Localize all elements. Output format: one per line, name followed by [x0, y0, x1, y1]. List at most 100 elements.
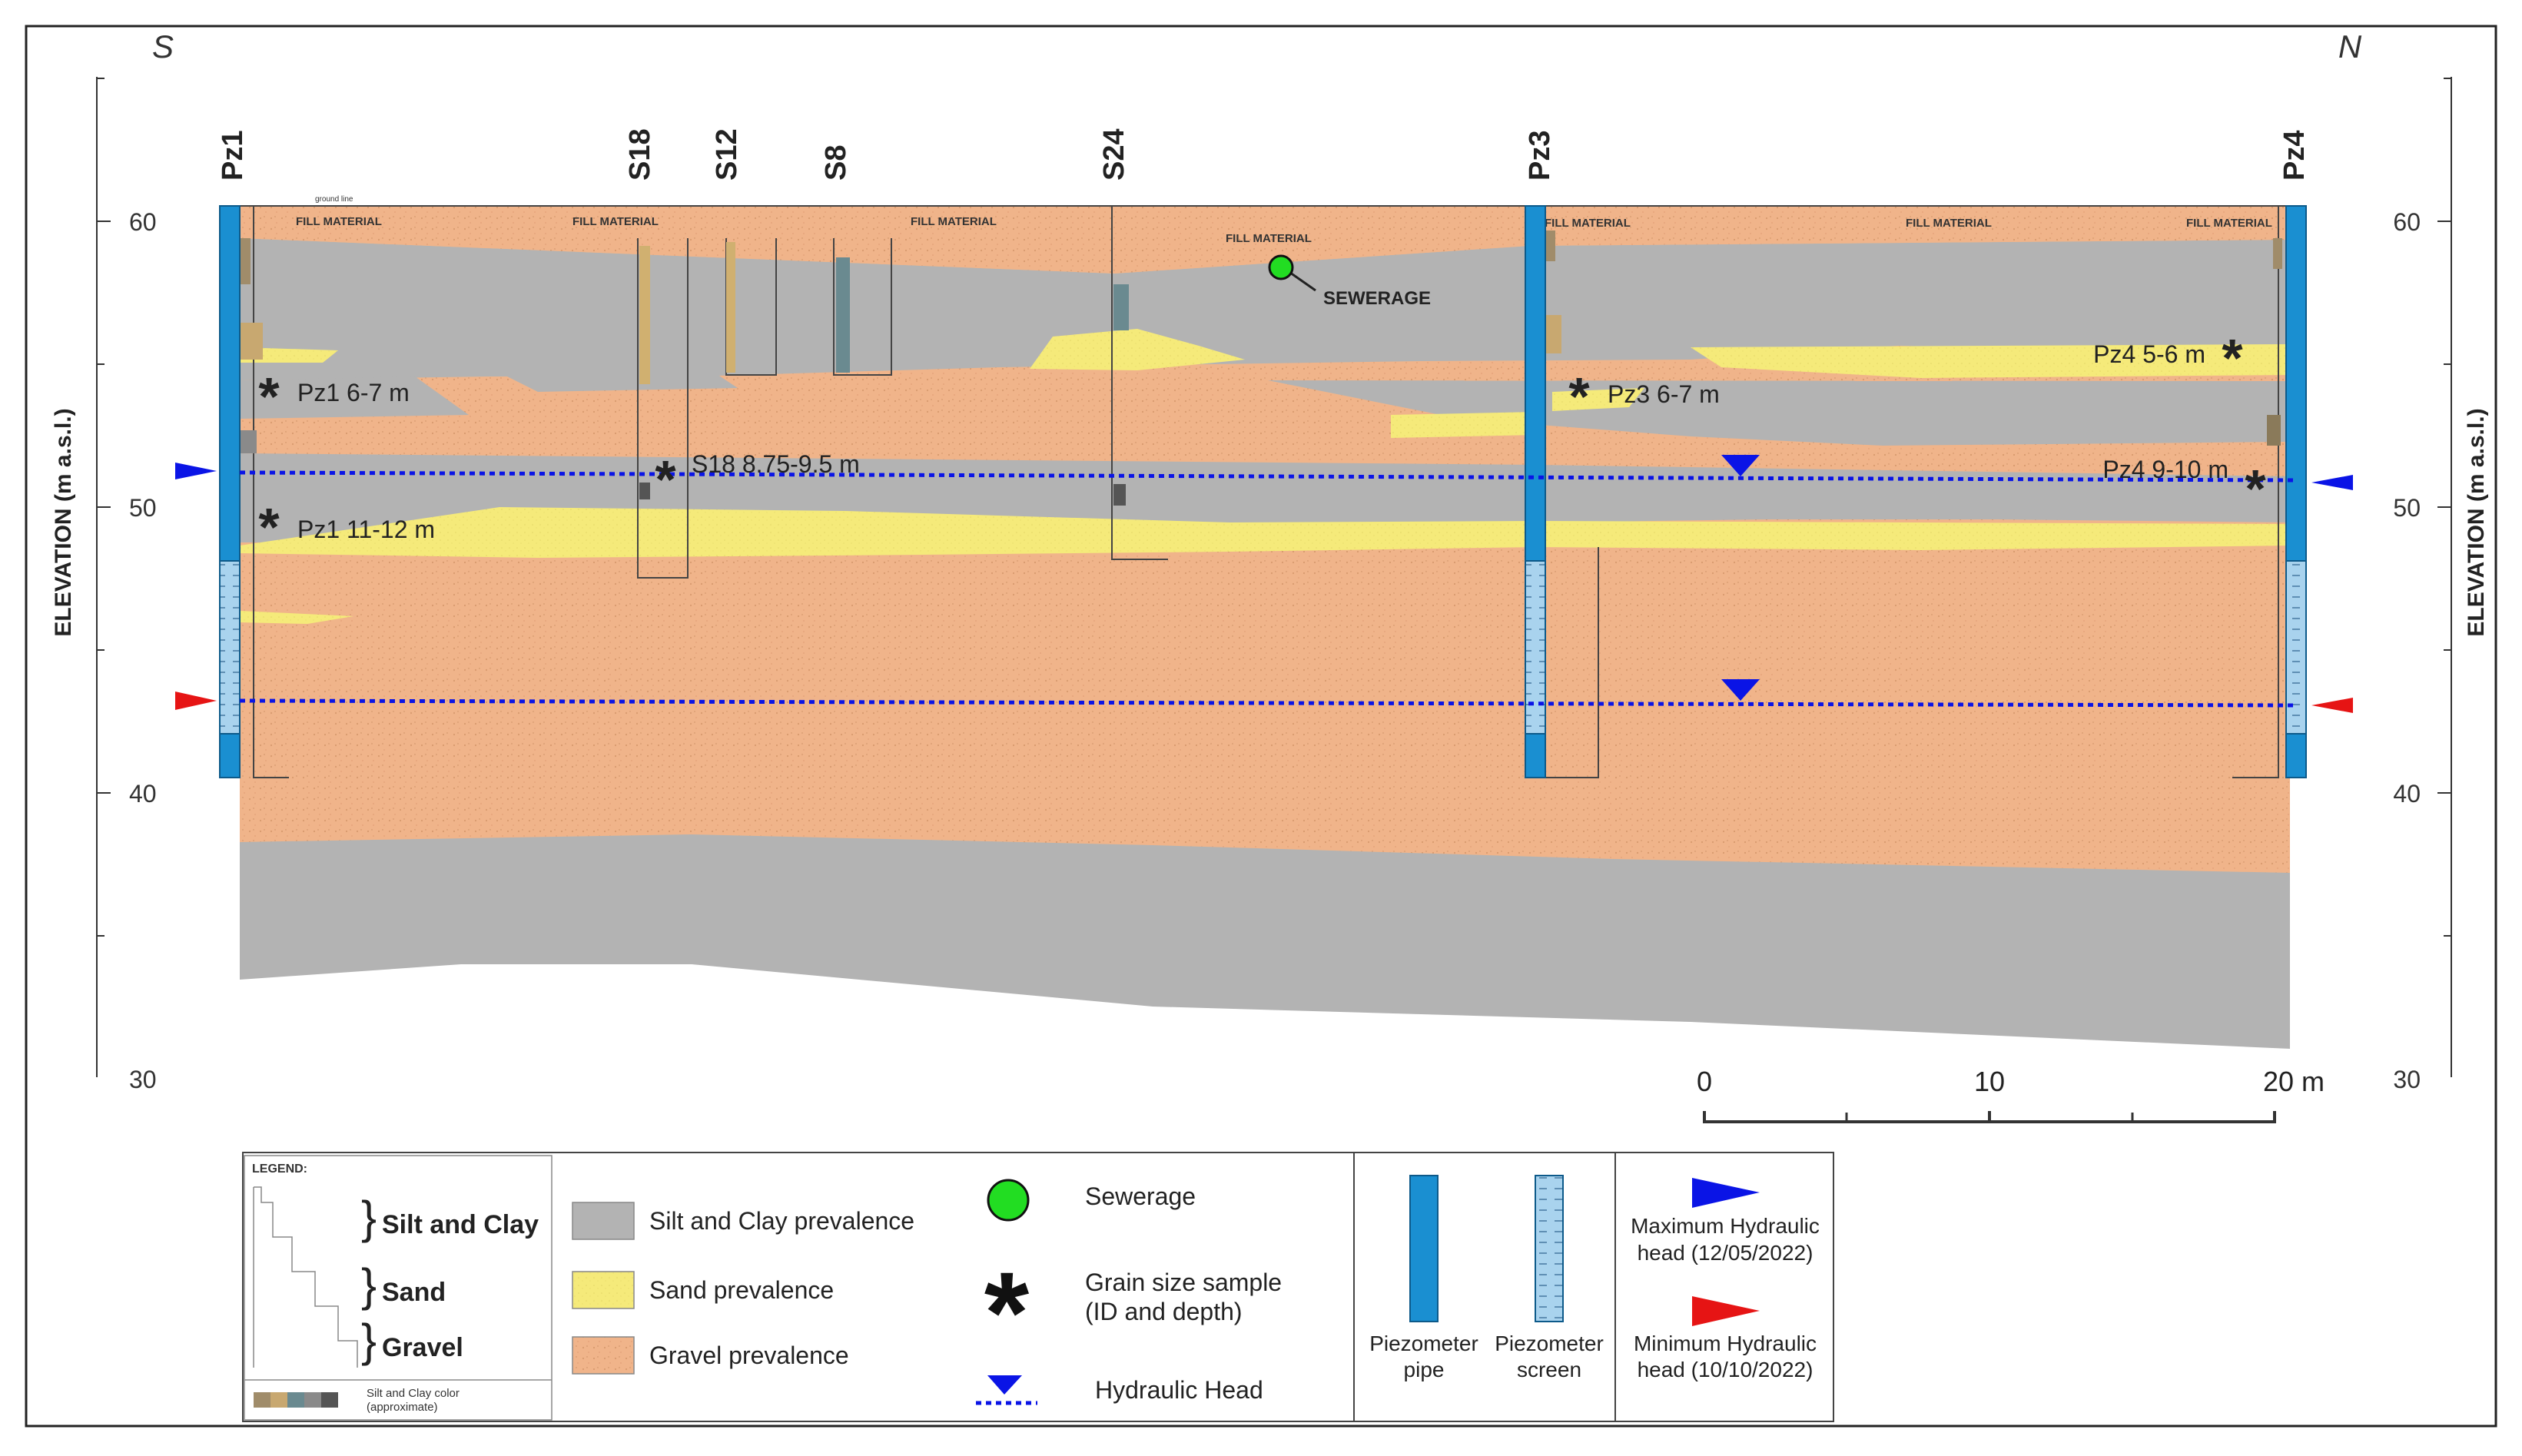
legend-sewerage: Sewerage — [1085, 1182, 1196, 1210]
legend-silt-prevalence: Silt and Clay prevalence — [649, 1207, 914, 1235]
sample-asterisk-pz1-1: * — [258, 366, 280, 426]
axis-title-right: ELEVATION (m a.s.l.) — [2464, 408, 2489, 636]
axis-tick-label-left-3: 30 — [129, 1066, 157, 1093]
pz3-screen — [1525, 560, 1546, 735]
hydraulic-heads — [175, 455, 2353, 713]
brace-gravel: } — [361, 1315, 377, 1366]
sample-asterisk-pz4-2: * — [2245, 459, 2266, 519]
axis-tick-label-right-2: 40 — [2393, 780, 2421, 808]
legend-pipe-icon — [1409, 1175, 1439, 1322]
silt-color-caption-1: Silt and Clay color — [367, 1387, 460, 1400]
legend-title: LEGEND: — [252, 1162, 307, 1176]
legend-head-triangle — [987, 1375, 1022, 1395]
legend-gravel-prevalence: Gravel prevalence — [649, 1342, 849, 1369]
log-s24 — [1111, 206, 1168, 560]
mid-silt-right — [1268, 380, 2290, 446]
fill-material-label-7: FILL MATERIAL — [2186, 217, 2272, 230]
sand-lens-pz1-deep — [240, 611, 353, 624]
sand-lens-center — [1391, 412, 1537, 438]
well-label-pz4: Pz4 — [2278, 131, 2311, 181]
min-head-flag-left — [175, 692, 217, 710]
fill-material-label-6: FILL MATERIAL — [1906, 217, 1992, 230]
sample-label-pz1-2: Pz1 11-12 m — [297, 516, 435, 543]
log-class-steps — [254, 1186, 358, 1368]
sample-asterisk-s18: * — [655, 449, 676, 509]
axis-title-left: ELEVATION (m a.s.l.) — [51, 408, 76, 636]
min-head-flag-right — [2311, 698, 2353, 713]
upper-silt-layer — [240, 238, 2290, 380]
min-head-line — [239, 698, 2295, 708]
silt-color-caption-2: (approximate) — [367, 1401, 438, 1414]
max-head-line — [239, 470, 2295, 483]
legend-class-gravel: Gravel — [382, 1333, 463, 1362]
sand-lens-pz3 — [1552, 388, 1644, 411]
log-s8 — [833, 238, 892, 376]
legend-screen-label-1: Piezometer — [1495, 1332, 1604, 1355]
axis-tick-label-right-3: 30 — [2393, 1066, 2421, 1093]
figure-border — [25, 25, 2497, 1428]
legend-grain-sample-1: Grain size sample — [1085, 1269, 1282, 1296]
legend-max-head-flag — [1692, 1178, 1760, 1208]
sewerage-marker: SEWERAGE — [1268, 254, 1431, 309]
basal-silt-layer — [240, 830, 2290, 1049]
silt-lens-pz1 — [240, 376, 469, 419]
sample-label-s18: S18 8.75-9.5 m — [692, 450, 860, 478]
grain-samples: * Pz1 6-7 m * Pz1 11-12 m * S18 8.75-9.5… — [258, 328, 2266, 557]
ground-line-label: ground line — [315, 195, 353, 204]
legend-min-head-1: Minimum Hydraulic — [1634, 1332, 1817, 1355]
min-head-triangle — [1721, 679, 1760, 701]
sample-asterisk-pz4-1: * — [2222, 328, 2243, 388]
legend-screen-label-2: screen — [1517, 1358, 1581, 1381]
brace-silt: } — [361, 1192, 377, 1243]
sample-label-pz1-1: Pz1 6-7 m — [297, 379, 410, 406]
silt-lens-s18 — [507, 373, 738, 392]
pz4-screen — [2285, 560, 2307, 735]
legend-max-head-1: Maximum Hydraulic — [1631, 1214, 1820, 1238]
lithology — [240, 205, 2290, 1049]
swatch-silt — [572, 1202, 635, 1240]
log-pz4 — [2232, 206, 2279, 778]
legend-sand-prevalence: Sand prevalence — [649, 1276, 834, 1304]
north-label: N — [2338, 28, 2362, 65]
well-label-s24: S24 — [1098, 128, 1130, 181]
legend-hydraulic-head: Hydraulic Head — [1095, 1376, 1263, 1404]
legend-max-head-2: head (12/05/2022) — [1638, 1241, 1814, 1265]
fill-material-label-2: FILL MATERIAL — [572, 215, 659, 228]
scale-label-20: 20 m — [2263, 1066, 2325, 1097]
legend-sewerage-icon — [987, 1179, 1030, 1222]
legend-log-box — [244, 1155, 553, 1421]
sample-label-pz3: Pz3 6-7 m — [1608, 380, 1720, 408]
axis-tick-label-left-1: 50 — [129, 494, 157, 522]
sample-label-pz4-2: Pz4 9-10 m — [2102, 456, 2228, 483]
unit-labels: FILL MATERIAL FILL MATERIAL FILL MATERIA… — [296, 195, 2272, 245]
log-pz1 — [240, 205, 289, 778]
fill-material-label-4: FILL MATERIAL — [1226, 232, 1312, 245]
legend-min-head-flag — [1692, 1296, 1760, 1326]
pz1-screen — [219, 560, 241, 735]
sewerage-circle — [1268, 254, 1294, 280]
sand-lens-pz1-top — [240, 347, 338, 363]
swatch-gravel — [572, 1336, 635, 1375]
axis-tick-label-left-0: 60 — [129, 208, 157, 236]
legend-class-sand: Sand — [382, 1278, 446, 1307]
legend-grain-sample-2: (ID and depth) — [1085, 1298, 1243, 1325]
legend-min-head-2: head (10/10/2022) — [1638, 1358, 1814, 1381]
legend-asterisk-icon: * — [984, 1248, 1030, 1377]
max-head-triangle — [1721, 455, 1760, 476]
borehole-logs — [240, 205, 2282, 778]
legend-screen-icon — [1535, 1175, 1564, 1322]
well-label-pz1: Pz1 — [217, 131, 249, 181]
well-label-s12: S12 — [711, 128, 743, 181]
sand-layer-pz4 — [1691, 344, 2290, 378]
well-label-pz3: Pz3 — [1524, 131, 1556, 181]
max-head-flag-left — [175, 463, 217, 479]
brace-sand: } — [361, 1259, 377, 1311]
well-label-s8: S8 — [820, 145, 852, 181]
axis-tick-label-right-1: 50 — [2393, 494, 2421, 522]
legend-pipe-label-1: Piezometer — [1369, 1332, 1478, 1355]
sewerage-label: SEWERAGE — [1323, 288, 1431, 309]
sand-layer-lower — [240, 507, 2290, 558]
sample-asterisk-pz1-2: * — [258, 497, 280, 557]
sand-lens-s24 — [1030, 329, 1245, 370]
